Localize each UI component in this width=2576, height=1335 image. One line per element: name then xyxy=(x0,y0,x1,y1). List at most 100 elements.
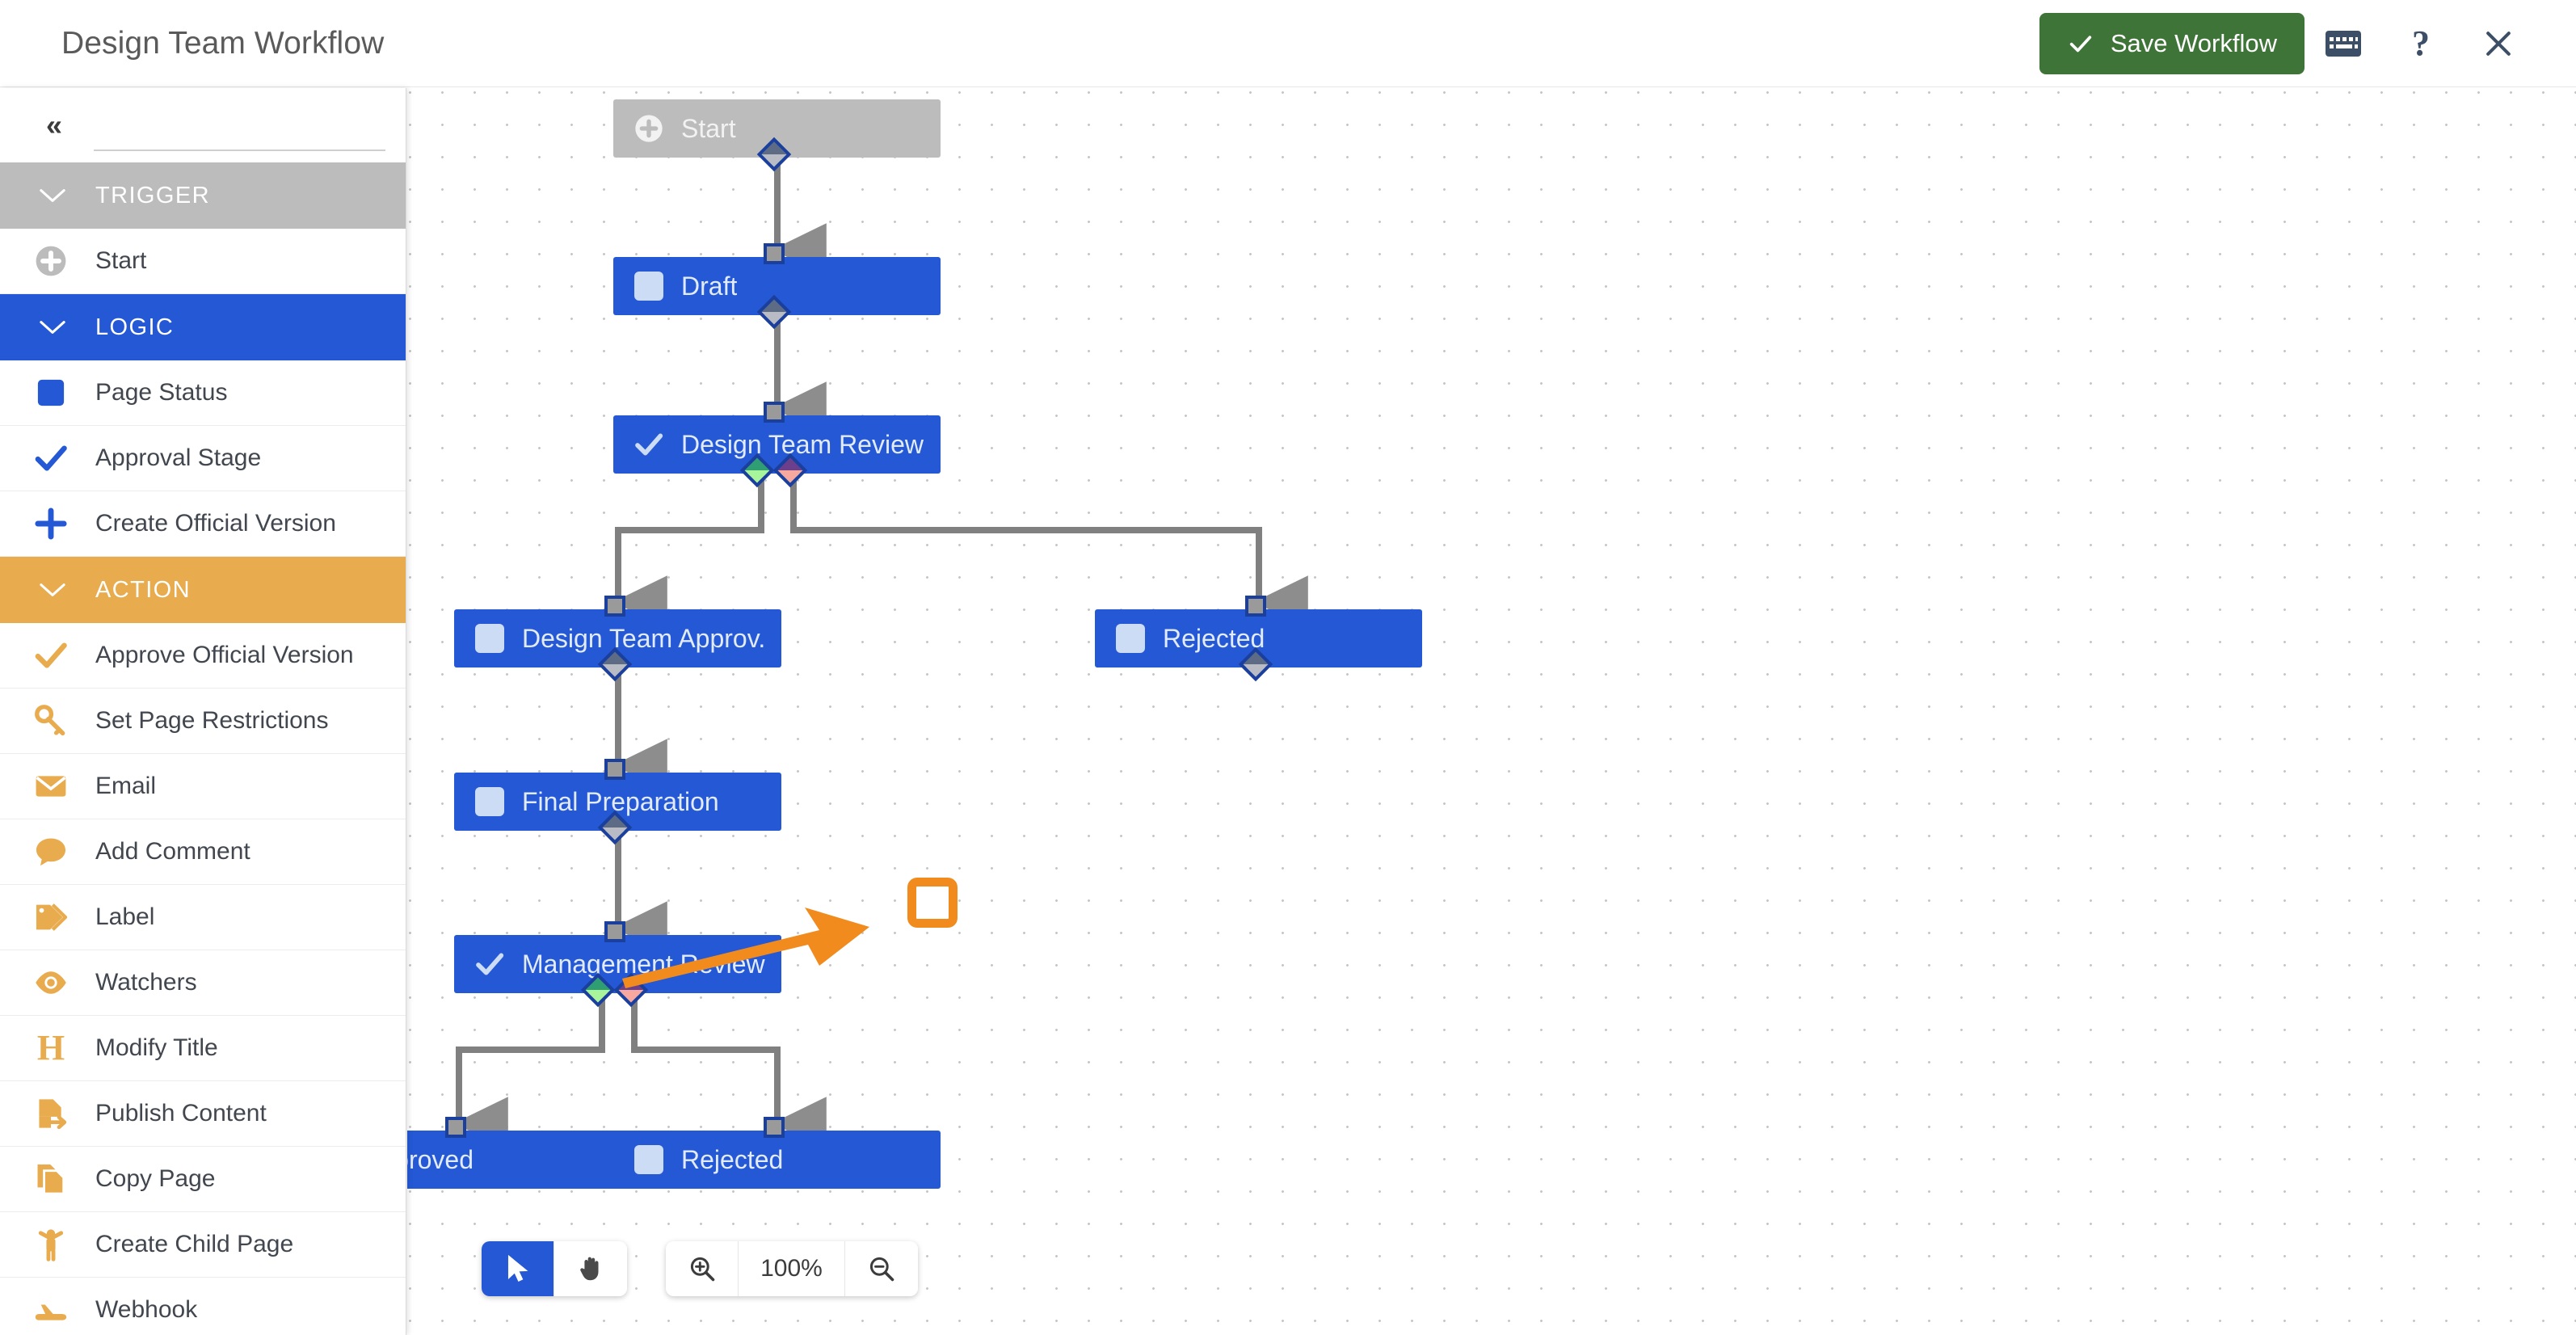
sidebar-item-publish-content[interactable]: Publish Content xyxy=(0,1081,406,1147)
workflow-node-label: Rejected xyxy=(1163,623,1265,653)
check-icon xyxy=(27,435,74,482)
pan-tool-button[interactable] xyxy=(554,1241,627,1296)
workflow-node-appr[interactable]: Approved xyxy=(407,1131,622,1189)
app-header: Design Team Workflow Save Workflow xyxy=(0,0,2576,87)
node-input-handle[interactable] xyxy=(1244,596,1266,617)
select-tool-button[interactable] xyxy=(482,1241,554,1296)
envelope-icon xyxy=(36,776,66,797)
check-icon xyxy=(27,632,74,679)
node-input-handle[interactable] xyxy=(763,243,785,264)
collapse-sidebar-button[interactable]: « xyxy=(19,91,89,160)
plus-circle-icon xyxy=(27,238,74,284)
zoom-out-button[interactable] xyxy=(845,1241,918,1296)
sidebar-section-logic[interactable]: LOGIC xyxy=(0,294,406,360)
sidebar-section-label: ACTION xyxy=(95,576,191,603)
close-icon xyxy=(2486,31,2511,56)
node-input-handle[interactable] xyxy=(763,1117,785,1138)
sidebar-item-label: Label xyxy=(95,903,155,930)
page-title: Design Team Workflow xyxy=(61,25,385,61)
workflow-node-dtr[interactable]: Design Team Review xyxy=(613,415,941,474)
node-input-handle[interactable] xyxy=(444,1117,466,1138)
cursor-icon xyxy=(507,1254,528,1282)
square-icon xyxy=(634,1145,663,1174)
node-input-handle[interactable] xyxy=(604,759,625,780)
sidebar-item-label: Start xyxy=(95,247,147,274)
child-page-icon xyxy=(38,1229,64,1261)
workflow-edges xyxy=(453,158,1308,1150)
sidebar-item-approval-stage[interactable]: Approval Stage xyxy=(0,426,406,491)
child-page-icon xyxy=(27,1221,74,1268)
sidebar-section-trigger[interactable]: TRIGGER xyxy=(0,162,406,229)
square-icon xyxy=(475,624,504,653)
sidebar-item-label: Approval Stage xyxy=(95,444,262,471)
sidebar-item-label: Modify Title xyxy=(95,1034,218,1061)
workflow-node-label: Draft xyxy=(681,271,738,301)
search-input[interactable] xyxy=(94,116,385,151)
workflow-node-rej2[interactable]: Rejected xyxy=(613,1131,941,1189)
chevron-down-icon xyxy=(37,187,68,204)
sidebar-item-add-comment[interactable]: Add Comment xyxy=(0,819,406,885)
tool-mode-group xyxy=(482,1241,627,1296)
zoom-level-label[interactable]: 100% xyxy=(739,1241,845,1296)
node-input-handle[interactable] xyxy=(604,596,625,617)
header-actions: Save Workflow ? xyxy=(2039,5,2537,82)
question-mark-icon: ? xyxy=(2412,23,2430,63)
sidebar-item-label: Publish Content xyxy=(95,1100,267,1127)
plus-icon xyxy=(35,507,67,540)
zoom-in-button[interactable] xyxy=(666,1241,739,1296)
save-workflow-label: Save Workflow xyxy=(2110,28,2277,57)
chevron-double-left-icon: « xyxy=(45,108,63,141)
callout-arrow-icon xyxy=(622,908,869,988)
sidebar-item-label[interactable]: Label xyxy=(0,885,406,950)
final-preparation-output-handle[interactable] xyxy=(907,878,958,928)
check-icon xyxy=(35,642,67,668)
sidebar-item-set-page-restrictions[interactable]: Set Page Restrictions xyxy=(0,689,406,754)
sidebar-item-start[interactable]: Start xyxy=(0,229,406,294)
save-workflow-button[interactable]: Save Workflow xyxy=(2039,12,2305,74)
sidebar-item-create-official-version[interactable]: Create Official Version xyxy=(0,491,406,557)
publish-icon xyxy=(39,1099,67,1130)
workflow-node-label: Design Team Approv. xyxy=(522,623,766,653)
zoom-in-icon xyxy=(690,1257,714,1282)
envelope-icon xyxy=(27,763,74,810)
square-icon xyxy=(1116,624,1145,653)
square-icon xyxy=(37,379,65,406)
sidebar-item-page-status[interactable]: Page Status xyxy=(0,360,406,426)
sidebar-section-label: LOGIC xyxy=(95,314,175,340)
key-icon xyxy=(27,697,74,744)
sidebar-item-label: Watchers xyxy=(95,969,197,996)
square-icon xyxy=(634,272,663,301)
eye-icon xyxy=(27,959,74,1006)
zoom-group: 100% xyxy=(666,1241,918,1296)
sidebar-item-watchers[interactable]: Watchers xyxy=(0,950,406,1016)
sidebar-item-copy-page[interactable]: Copy Page xyxy=(0,1147,406,1212)
square-icon xyxy=(27,369,74,416)
keyboard-shortcuts-button[interactable] xyxy=(2305,5,2382,82)
plus-circle-icon xyxy=(635,115,663,142)
workflow-node-label: Design Team Review xyxy=(681,429,924,459)
close-button[interactable] xyxy=(2460,5,2537,82)
chevron-down-icon xyxy=(37,319,68,335)
plus-icon xyxy=(27,500,74,547)
workflow-node-label: Approved xyxy=(407,1144,474,1174)
sidebar-item-approve-official-version[interactable]: Approve Official Version xyxy=(0,623,406,689)
node-input-handle[interactable] xyxy=(763,402,785,423)
workflow-node-label: Final Preparation xyxy=(522,786,719,816)
sidebar-item-webhook[interactable]: Webhook xyxy=(0,1278,406,1335)
sidebar-section-action[interactable]: ACTION xyxy=(0,557,406,623)
workflow-node-label: Rejected xyxy=(681,1144,784,1174)
sidebar-item-email[interactable]: Email xyxy=(0,754,406,819)
check-icon xyxy=(476,953,504,975)
sidebar-item-label: Create Child Page xyxy=(95,1231,294,1257)
copy-icon xyxy=(37,1164,65,1195)
sidebar-item-label: Webhook xyxy=(95,1296,198,1323)
eye-icon xyxy=(36,971,66,994)
comment-icon xyxy=(36,838,66,866)
sidebar-item-create-child-page[interactable]: Create Child Page xyxy=(0,1212,406,1278)
copy-icon xyxy=(27,1156,74,1202)
help-button[interactable]: ? xyxy=(2382,5,2460,82)
